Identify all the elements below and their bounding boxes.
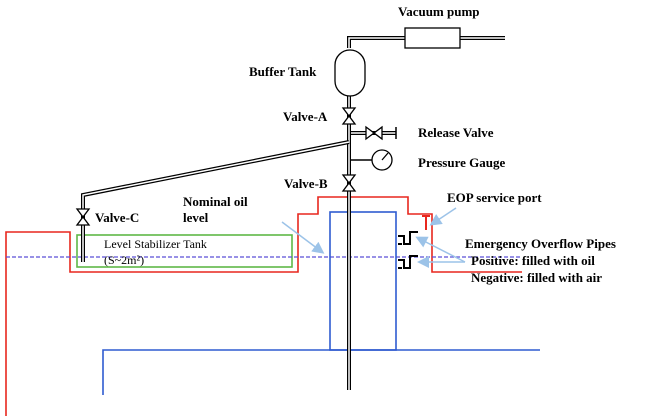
- nominal-oil-level-label-2: level: [183, 210, 209, 225]
- vacuum-pump-label: Vacuum pump: [398, 4, 480, 19]
- valve-a-label: Valve-A: [283, 109, 328, 124]
- vacuum-pipe: [347, 36, 505, 48]
- buffer-tank-label: Buffer Tank: [249, 64, 317, 79]
- negative-label: Negative: filled with air: [471, 270, 602, 285]
- level-stabilizer-tank-label: Level Stabilizer Tank: [104, 237, 207, 251]
- valve-c-label: Valve-C: [95, 210, 139, 225]
- vacuum-pump: [404, 27, 461, 49]
- valve-c-pipe: [81, 140, 350, 262]
- valve-b-label: Valve-B: [284, 176, 328, 191]
- pressure-gauge-label: Pressure Gauge: [418, 155, 505, 170]
- eop-service-port: [422, 215, 430, 230]
- valve-c-icon: [75, 208, 91, 226]
- eop-service-port-label: EOP service port: [447, 190, 542, 205]
- positive-label: Positive: filled with oil: [471, 253, 595, 268]
- annotation-arrows: [281, 207, 466, 268]
- level-stabilizer-area-label: (S~2m²): [104, 253, 144, 267]
- level-stabilizer-tank: [76, 234, 293, 268]
- blue-vessel-outline: [102, 211, 540, 395]
- buffer-tank: [334, 49, 366, 97]
- emergency-overflow-pipes: [398, 231, 418, 269]
- emergency-overflow-pipes-label: Emergency Overflow Pipes: [465, 236, 616, 251]
- nominal-oil-level-label-1: Nominal oil: [183, 194, 248, 209]
- release-valve-label: Release Valve: [418, 125, 494, 140]
- red-vessel-outline: [5, 196, 522, 416]
- valve-b-icon: [341, 174, 357, 192]
- pressure-gauge-icon: [351, 149, 393, 171]
- release-valve-icon: [365, 125, 383, 141]
- valve-a-icon: [341, 107, 357, 125]
